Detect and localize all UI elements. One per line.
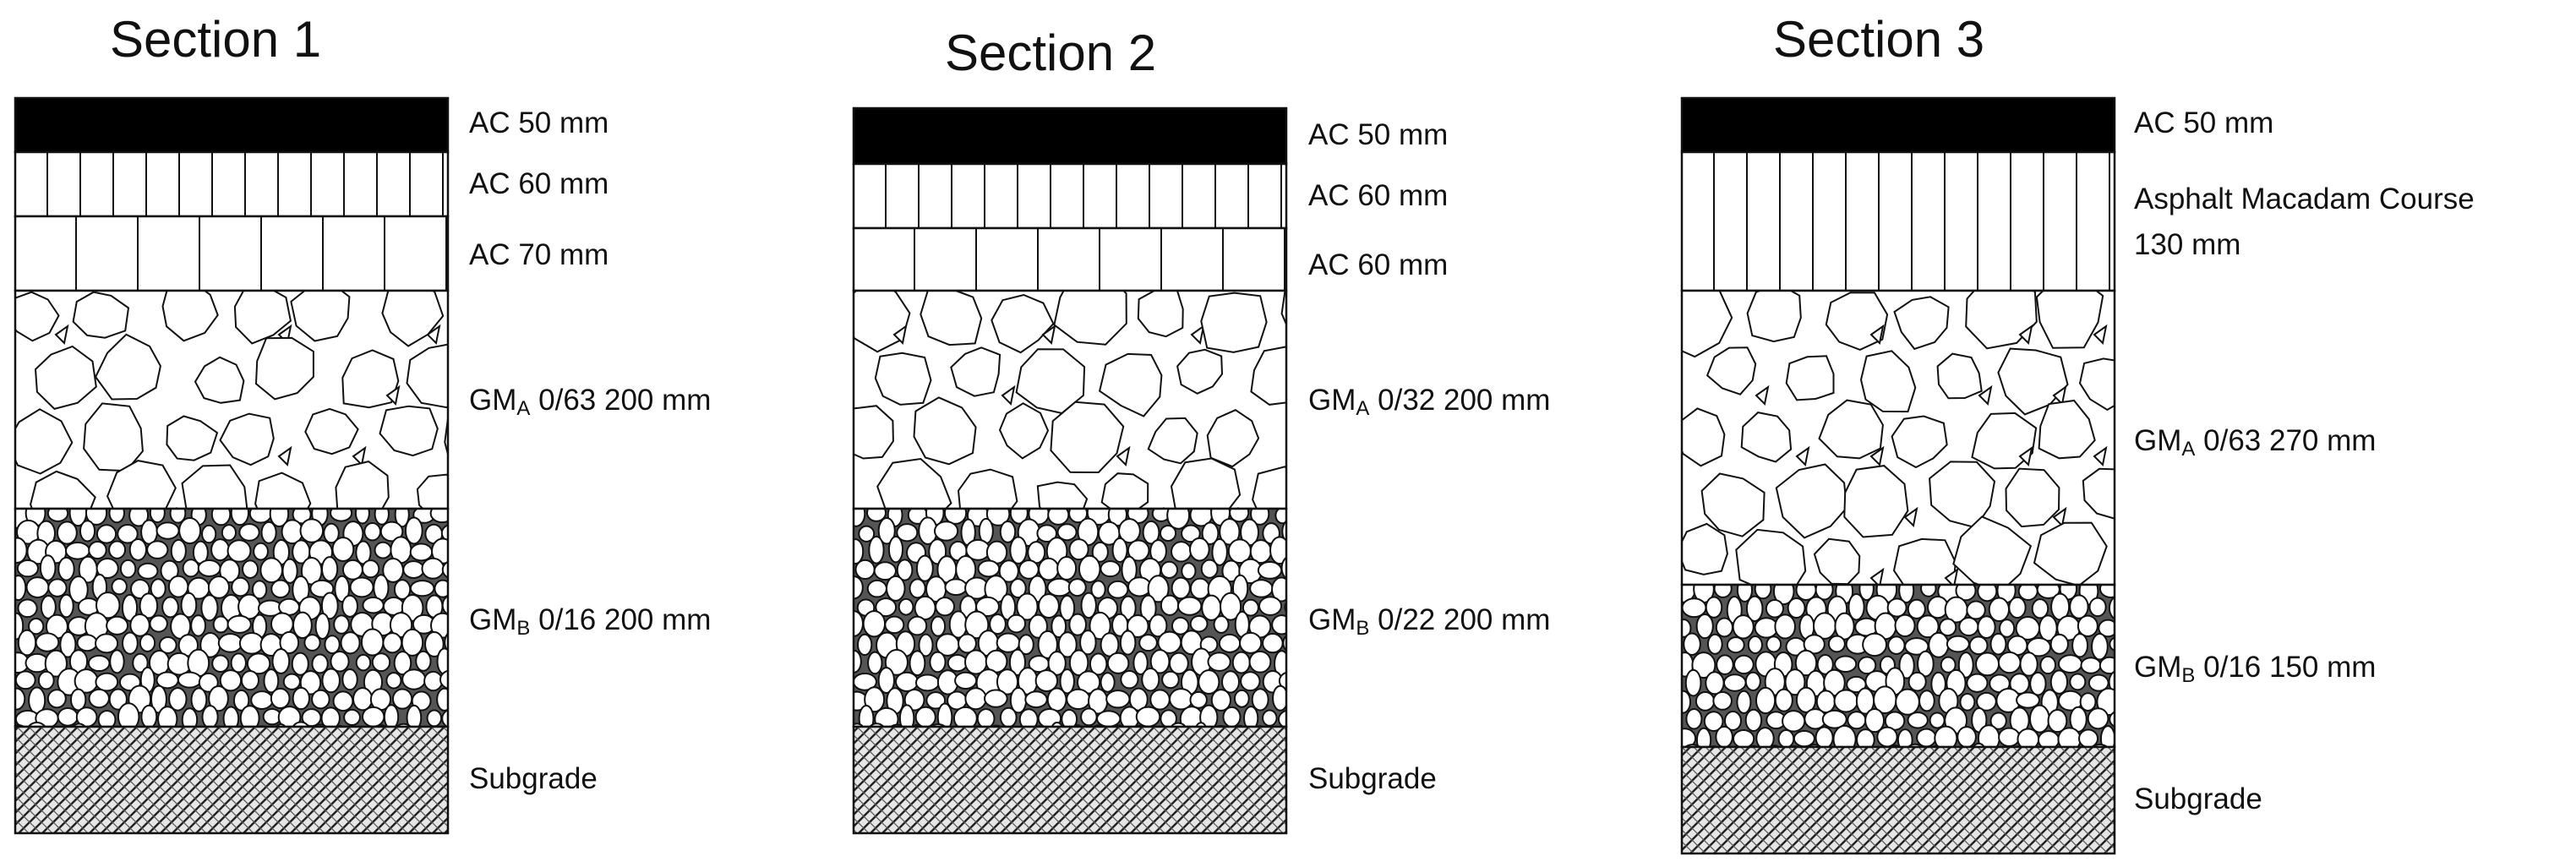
section-1-gma-label: GMA 0/63 200 mm xyxy=(469,384,712,420)
section-1-layer-ac-solid xyxy=(14,96,450,154)
section-3-layer-gm-fine xyxy=(1680,583,2116,749)
section-2-gmb-label: GMB 0/22 200 mm xyxy=(1308,603,1551,640)
section-2-layer-ac-block xyxy=(852,226,1288,292)
section-1-title: Section 1 xyxy=(110,11,322,68)
section-2-title: Section 2 xyxy=(945,25,1157,81)
section-3-macadam-label-line1: Asphalt Macadam Course xyxy=(2134,183,2475,215)
section-3-macadam-label-line2: 130 mm xyxy=(2134,228,2241,261)
section-3-layer-gm-coarse xyxy=(1680,289,2116,586)
section-1-ac50-label: AC 50 mm xyxy=(469,106,609,139)
section-2-subgrade-label: Subgrade xyxy=(1308,762,1437,795)
section-1-gmb-label: GMB 0/16 200 mm xyxy=(469,603,712,640)
section-2-layer-ac-solid xyxy=(852,106,1288,166)
section-3-layer-ac-vert-tall xyxy=(1680,150,2116,292)
section-1-layer-subgrade xyxy=(14,725,450,835)
section-3-gmb-label: GMB 0/16 150 mm xyxy=(2134,651,2377,687)
section-3-title: Section 3 xyxy=(1773,11,1985,68)
section-2-layer-subgrade xyxy=(852,725,1288,835)
section-3-layer-subgrade xyxy=(1680,745,2116,855)
section-1-layer-gm-fine xyxy=(14,507,450,728)
section-1-layer-gm-coarse xyxy=(14,289,450,510)
section-3-layer-ac-solid xyxy=(1680,96,2116,154)
section-3-gma-label: GMA 0/63 270 mm xyxy=(2134,424,2377,461)
section-1-layer-ac-vert xyxy=(14,150,450,218)
section-3-subgrade-label: Subgrade xyxy=(2134,782,2262,815)
section-2-layer-gm-coarse xyxy=(852,289,1288,510)
section-3-ac50-label: AC 50 mm xyxy=(2134,106,2274,139)
section-2-gma-label: GMA 0/32 200 mm xyxy=(1308,384,1551,420)
section-2-layer-gm-fine xyxy=(852,507,1288,728)
section-2-ac60b-label: AC 60 mm xyxy=(1308,248,1449,281)
section-1-ac60-label: AC 60 mm xyxy=(469,167,609,200)
section-2-ac50-label: AC 50 mm xyxy=(1308,118,1449,151)
section-1-subgrade-label: Subgrade xyxy=(469,762,598,795)
section-1-ac70-label: AC 70 mm xyxy=(469,238,609,271)
section-2-layer-ac-vert xyxy=(852,162,1288,230)
section-1-layer-ac-block xyxy=(14,215,450,292)
section-2-ac60-label: AC 60 mm xyxy=(1308,179,1449,212)
